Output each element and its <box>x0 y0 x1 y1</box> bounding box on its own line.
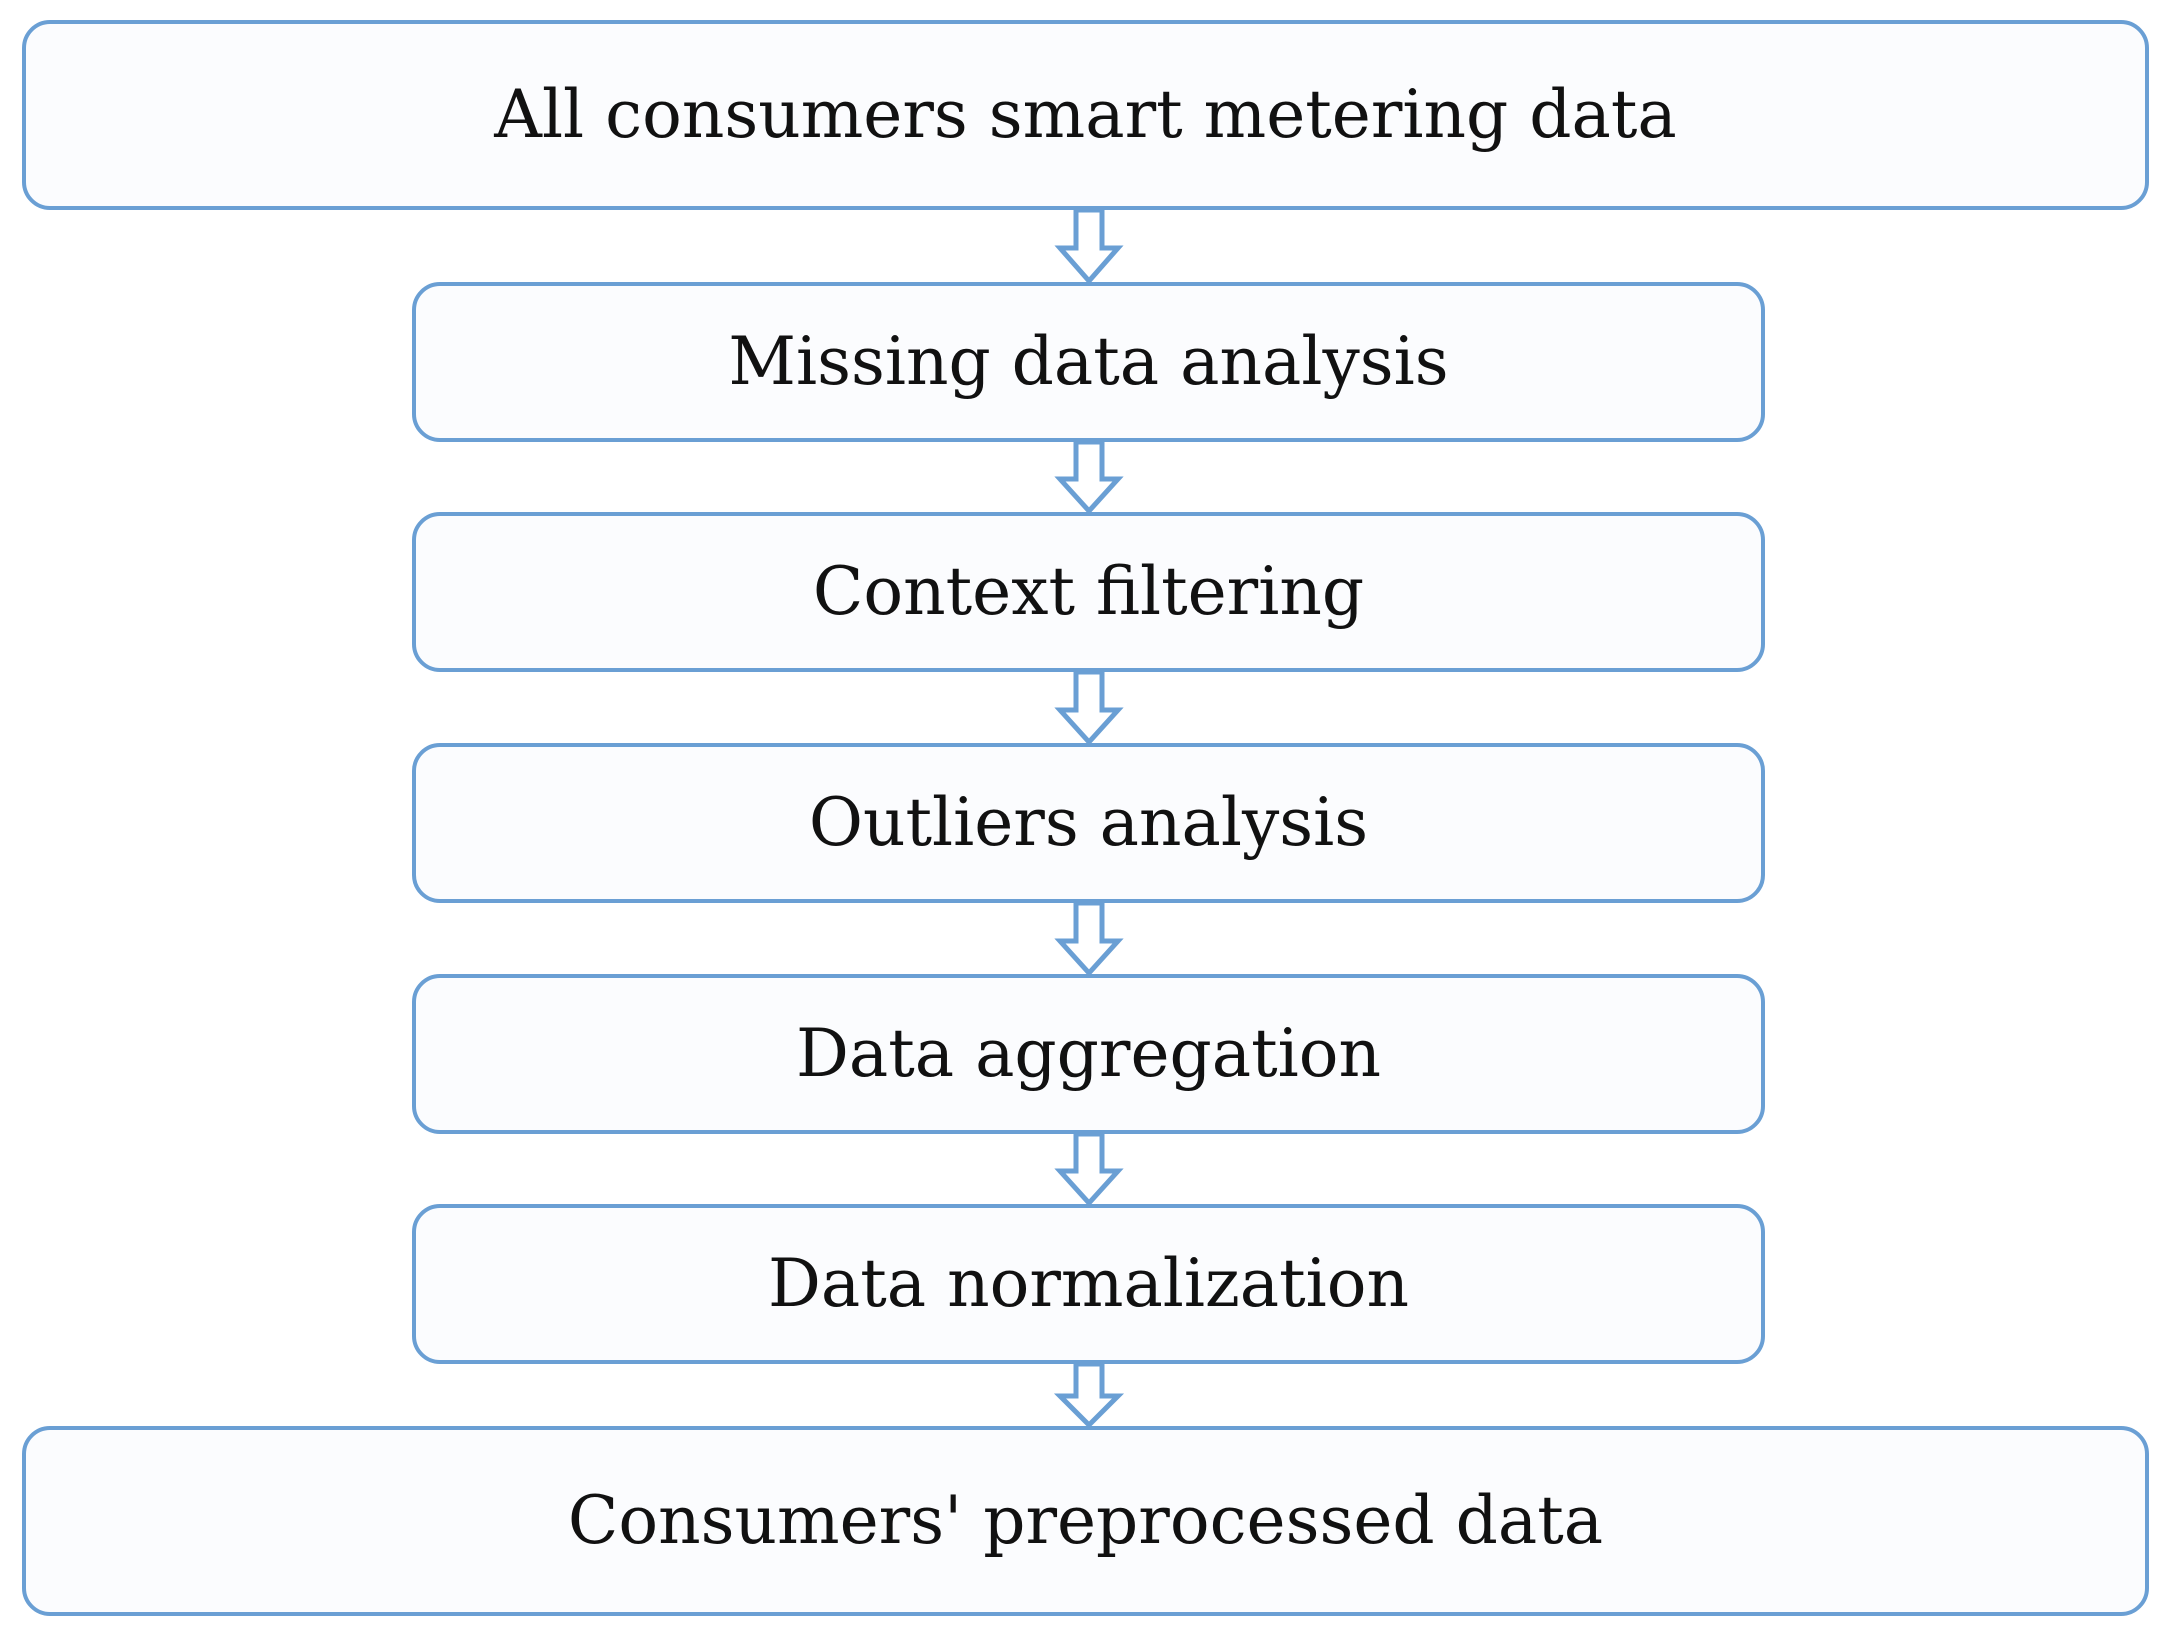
down-arrow-icon <box>1054 207 1124 285</box>
step-label: Missing data analysis <box>728 323 1449 400</box>
step-label: Data normalization <box>767 1245 1410 1322</box>
step-box-context-filtering: Context filtering <box>412 512 1765 672</box>
down-arrow-icon <box>1054 1131 1124 1207</box>
step-label: Outliers analysis <box>808 784 1369 861</box>
down-arrow-icon <box>1053 1361 1125 1429</box>
down-arrow-icon <box>1054 669 1124 746</box>
step-box-data-normalization: Data normalization <box>412 1204 1765 1364</box>
step-box-missing-data: Missing data analysis <box>412 282 1765 442</box>
step-box-outliers-analysis: Outliers analysis <box>412 743 1765 903</box>
step-box-input-data: All consumers smart metering data <box>22 20 2149 210</box>
step-label: Data aggregation <box>795 1015 1382 1092</box>
step-box-output-data: Consumers' preprocessed data <box>22 1426 2149 1616</box>
step-label: Consumers' preprocessed data <box>567 1482 1604 1559</box>
step-label: All consumers smart metering data <box>494 76 1677 153</box>
step-label: Context filtering <box>812 553 1365 630</box>
down-arrow-icon <box>1054 439 1124 515</box>
step-box-data-aggregation: Data aggregation <box>412 974 1765 1134</box>
down-arrow-icon <box>1054 900 1124 977</box>
